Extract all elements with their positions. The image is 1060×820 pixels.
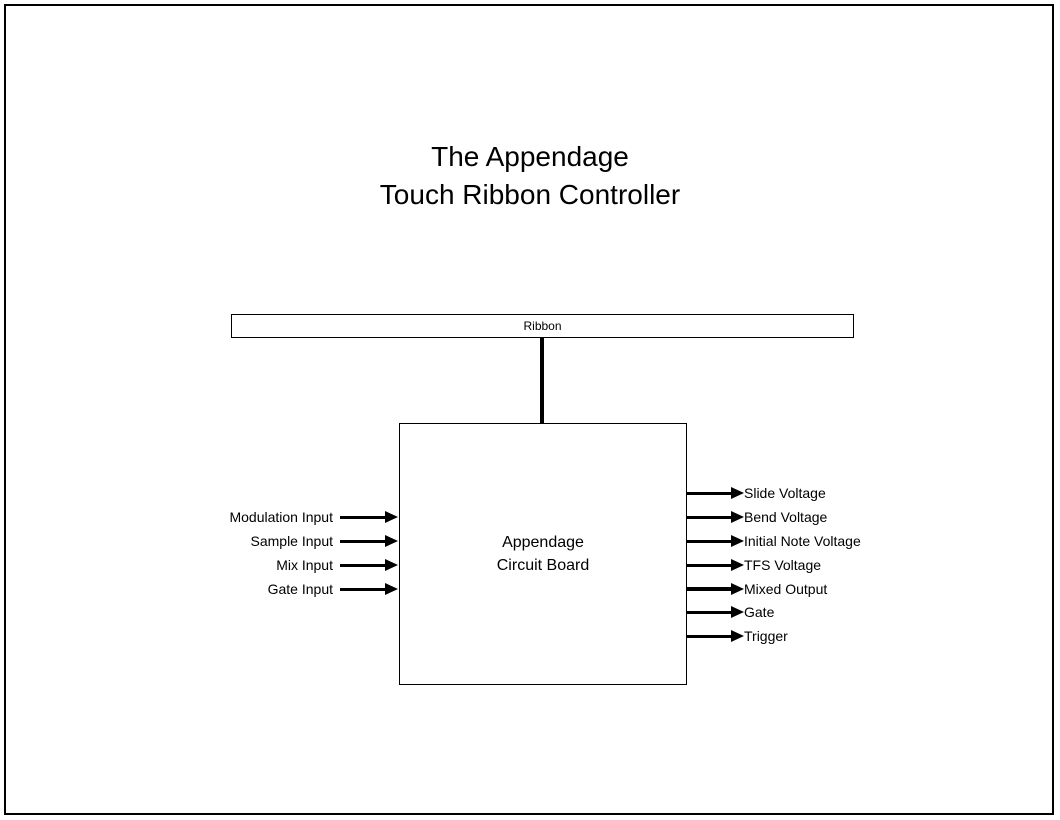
ribbon-block: Ribbon	[231, 314, 854, 338]
output-arrow-line	[687, 516, 731, 519]
input-label-mix: Mix Input	[276, 557, 333, 573]
output-arrow-head-icon	[731, 606, 744, 618]
output-arrow-head-icon	[731, 559, 744, 571]
output-arrow-line	[687, 611, 731, 614]
output-label-gate: Gate	[744, 604, 775, 620]
output-label-mixed-output: Mixed Output	[744, 581, 828, 597]
output-arrow-line	[687, 492, 731, 495]
input-label-gate: Gate Input	[267, 581, 333, 597]
title-line-1: The Appendage	[431, 141, 629, 172]
title-line-2: Touch Ribbon Controller	[379, 179, 681, 210]
output-label-bend-voltage: Bend Voltage	[744, 509, 828, 525]
output-arrow-line	[687, 587, 731, 591]
ribbon-label: Ribbon	[523, 319, 562, 333]
page-border	[4, 4, 1054, 815]
output-arrow-line	[687, 635, 731, 638]
input-arrow-line	[340, 588, 386, 591]
board-label-line-1: Appendage	[502, 534, 584, 551]
input-arrow-line	[340, 540, 386, 543]
output-arrow-head-icon	[731, 511, 744, 523]
output-label-slide-voltage: Slide Voltage	[744, 485, 826, 501]
input-arrow-head-icon	[385, 535, 398, 547]
input-arrow-line	[340, 516, 386, 519]
output-arrow-line	[687, 540, 731, 543]
input-arrow-head-icon	[385, 559, 398, 571]
output-arrow-head-icon	[731, 583, 744, 595]
output-arrow-head-icon	[731, 487, 744, 499]
ribbon-to-board-connector	[540, 337, 544, 423]
input-arrow-head-icon	[385, 511, 398, 523]
output-arrow-head-icon	[731, 630, 744, 642]
output-arrow-line	[687, 564, 731, 567]
board-label-line-2: Circuit Board	[496, 557, 590, 574]
output-label-tfs-voltage: TFS Voltage	[744, 557, 822, 573]
output-label-trigger: Trigger	[744, 628, 788, 644]
circuit-board-block: Appendage Circuit Board	[399, 423, 687, 685]
input-label-sample: Sample Input	[250, 533, 334, 549]
output-label-initial-note-voltage: Initial Note Voltage	[744, 533, 861, 549]
input-label-modulation: Modulation Input	[229, 509, 333, 525]
input-arrow-head-icon	[385, 583, 398, 595]
input-arrow-line	[340, 564, 386, 567]
output-arrow-head-icon	[731, 535, 744, 547]
